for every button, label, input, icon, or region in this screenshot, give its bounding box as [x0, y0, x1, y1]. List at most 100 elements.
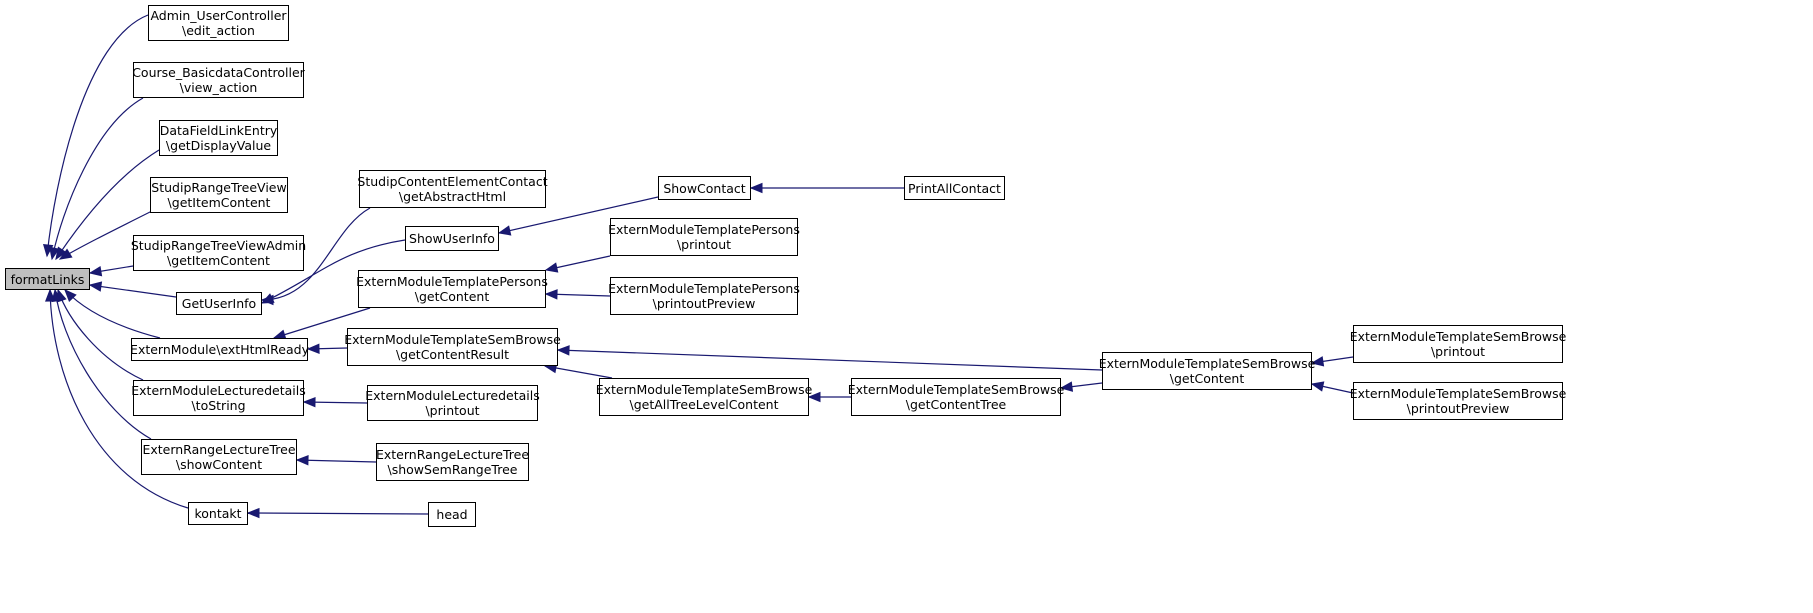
node-label-line: ExternModuleTemplateSemBrowse [595, 382, 813, 397]
node-semrange[interactable]: ExternRangeLectureTree\showSemRangeTree [376, 443, 529, 481]
node-persons-getcontent[interactable]: ExternModuleTemplatePersons\getContent [356, 270, 548, 308]
node-label-line: ExternModuleTemplateSemBrowse [1349, 386, 1567, 401]
edge-showuserinfo-to-getuserinfo [261, 239, 406, 304]
node-label-line: ExternModuleTemplateSemBrowse [1098, 356, 1316, 371]
arrowhead [556, 345, 570, 356]
node-datafield[interactable]: DataFieldLinkEntry\getDisplayValue [159, 120, 278, 156]
node-showcontact[interactable]: ShowContact [658, 176, 751, 200]
node-printallcontact[interactable]: PrintAllContact [904, 176, 1005, 200]
node-label-line: ShowContact [663, 180, 746, 196]
node-label-line: head [436, 507, 468, 522]
node-label-line: \showSemRangeTree [387, 462, 518, 477]
edge-persons-getcontent-to-exthtml [273, 307, 371, 339]
node-persons-preview[interactable]: ExternModuleTemplatePersons\printoutPrev… [608, 277, 800, 315]
node-admin-edit[interactable]: Admin_UserController\edit_action [148, 5, 289, 41]
node-rangetree[interactable]: StudipRangeTreeView\getItemContent [150, 177, 288, 213]
arrowhead [64, 289, 77, 302]
node-label-line: \getAbstractHtml [398, 189, 507, 204]
arrowhead [49, 246, 60, 261]
arrowhead [88, 265, 103, 277]
node-label-line: \view_action [179, 80, 258, 95]
arrowhead [295, 455, 309, 466]
node-sem-contenttree[interactable]: ExternModuleTemplateSemBrowse\getContent… [848, 378, 1064, 416]
node-head[interactable]: head [428, 502, 476, 527]
edge-datafield-to-formatLinks [55, 149, 160, 260]
node-rangelecture[interactable]: ExternRangeLectureTree\showContent [141, 439, 297, 475]
node-label-line: GetUserInfo [181, 296, 257, 311]
arrowhead [246, 507, 260, 519]
node-sem-getcontent[interactable]: ExternModuleTemplateSemBrowse\getContent [1099, 352, 1315, 390]
node-exthtml[interactable]: ExternModule\extHtmlReady [130, 338, 309, 361]
node-kontakt[interactable]: kontakt [188, 502, 248, 525]
node-label-line: \getItemContent [167, 253, 270, 268]
arrowhead [260, 293, 275, 304]
node-label-line: ExternModuleTemplatePersons [608, 281, 800, 296]
node-label-line: \toString [191, 398, 246, 413]
edge-lecturedetails-to-formatLinks [57, 289, 144, 381]
node-label-line: DataFieldLinkEntry [159, 123, 278, 138]
edge-rangelecture-to-formatLinks [54, 289, 152, 440]
node-label-line: ExternModuleTemplatePersons [356, 274, 548, 289]
arrowhead [55, 246, 67, 261]
edge-head-to-kontakt [247, 512, 429, 515]
arrowhead [306, 343, 320, 354]
node-getuserinfo[interactable]: GetUserInfo [176, 292, 262, 315]
edge-course-view-to-formatLinks [51, 97, 144, 260]
edge-sem-getcontent-to-sem-getcontentresult [557, 349, 1103, 371]
node-label-line: \getContentTree [905, 397, 1007, 412]
node-contentcontact[interactable]: StudipContentElementContact\getAbstractH… [357, 170, 548, 208]
arrowhead [58, 248, 73, 260]
node-label-line: \getDisplayValue [165, 138, 272, 153]
node-label-line: ShowUserInfo [409, 231, 495, 246]
node-label-line: \printoutPreview [652, 296, 756, 311]
arrowhead [1310, 381, 1325, 392]
node-label-line: ExternRangeLectureTree [375, 447, 530, 462]
node-lecturedetails[interactable]: ExternModuleLecturedetails\toString [131, 380, 306, 416]
node-label-line: Course_BasicdataController [132, 65, 305, 80]
node-label-line: StudipContentElementContact [357, 174, 548, 189]
node-lecture-printout[interactable]: ExternModuleLecturedetails\printout [365, 385, 540, 421]
node-label-line: formatLinks [10, 271, 85, 287]
edge-contentcontact-to-getuserinfo [261, 207, 371, 301]
node-label-line: \getContentResult [395, 347, 510, 362]
node-label-line: ExternModuleTemplateSemBrowse [847, 382, 1065, 397]
node-label-line: kontakt [194, 506, 242, 521]
edge-showcontact-to-showuserinfo [498, 196, 659, 234]
node-formatLinks[interactable]: formatLinks [5, 268, 90, 290]
node-label-line: ExternModuleTemplateSemBrowse [344, 332, 561, 347]
edge-semrange-to-rangelecture [296, 459, 377, 463]
node-label-line: ExternModuleTemplateSemBrowse [1349, 329, 1567, 344]
arrowhead [45, 288, 56, 302]
node-label-line: \getContent [414, 289, 490, 304]
node-rangetree-admin[interactable]: StudipRangeTreeViewAdmin\getItemContent [130, 235, 307, 271]
node-course-view[interactable]: Course_BasicdataController\view_action [132, 62, 305, 98]
node-sem-preview[interactable]: ExternModuleTemplateSemBrowse\printoutPr… [1350, 382, 1566, 420]
node-label-line: \printoutPreview [1406, 401, 1510, 416]
node-label-line: \printout [425, 403, 480, 418]
node-label-line: ExternModuleTemplatePersons [608, 222, 800, 237]
node-label-line: StudipRangeTreeViewAdmin [130, 238, 307, 253]
arrowhead [88, 281, 103, 292]
node-showuserinfo[interactable]: ShowUserInfo [405, 226, 499, 251]
node-sem-getcontentresult[interactable]: ExternModuleTemplateSemBrowse\getContent… [344, 328, 561, 366]
node-label-line: Admin_UserController [150, 8, 287, 23]
arrowhead [1059, 381, 1074, 392]
node-label-line: PrintAllContact [908, 180, 1001, 196]
node-label-line: \getContent [1169, 371, 1245, 386]
node-label-line: \printout [676, 237, 732, 252]
edge-admin-edit-to-formatLinks [46, 14, 149, 257]
node-sem-printout[interactable]: ExternModuleTemplateSemBrowse\printout [1350, 325, 1566, 363]
node-label-line: \getItemContent [167, 195, 271, 210]
arrowhead [1310, 356, 1325, 367]
node-label-line: \getAllTreeLevelContent [629, 397, 779, 412]
node-label-line: ExternModule\extHtmlReady [130, 342, 309, 357]
node-label-line: \printout [1430, 344, 1486, 359]
node-persons-printout[interactable]: ExternModuleTemplatePersons\printout [608, 218, 800, 256]
node-sem-alltree[interactable]: ExternModuleTemplateSemBrowse\getAllTree… [596, 378, 812, 416]
edge-kontakt-to-formatLinks [49, 289, 189, 509]
node-label-line: ExternModuleLecturedetails [365, 388, 540, 403]
node-label-line: \showContent [175, 457, 263, 472]
arrowhead [497, 225, 512, 236]
edge-getuserinfo-to-formatLinks [89, 284, 177, 298]
